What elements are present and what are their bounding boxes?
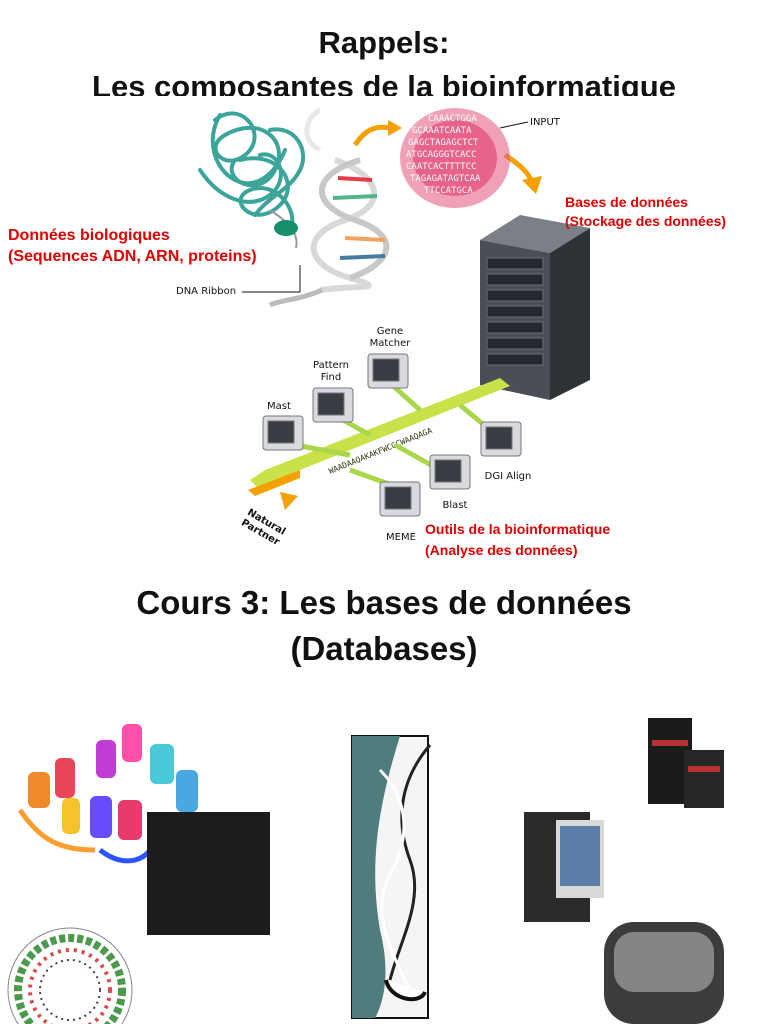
input-label: INPUT	[530, 117, 560, 128]
server-rack-illustration	[480, 215, 590, 400]
svg-text:GAGCTAGAGCTCT: GAGCTAGAGCTCT	[408, 138, 479, 148]
dna-ribbon-label: DNA Ribbon	[176, 286, 237, 297]
course-title: Cours 3: Les bases de données	[136, 584, 632, 621]
protein-structure-illustration	[17, 724, 198, 864]
tools-label: Outils de la bioinformatique	[425, 521, 611, 537]
tool-label-meme: MEME	[386, 532, 416, 543]
tool-label-dgi-align: DGI Align	[484, 471, 532, 482]
dna-helix-illustration	[310, 157, 390, 293]
bio-data-sublabel: (Sequences ADN, ARN, proteins)	[8, 248, 257, 265]
database-sublabel: (Stockage des données)	[565, 213, 727, 229]
tool-label-gene-matcher: Gene Matcher	[369, 326, 411, 349]
bottom-illustrations	[7, 718, 724, 1024]
svg-text:GCAAATCAATA: GCAAATCAATA	[412, 126, 472, 136]
tool-label-mast: Mast	[267, 401, 291, 412]
svg-text:CAATCACTTTTCC: CAATCACTTTTCC	[406, 162, 476, 172]
circular-genome-plot	[7, 927, 133, 1024]
protein-ribbon-illustration	[198, 111, 306, 232]
svg-text:ATGCAGGGTCACC: ATGCAGGGTCACC	[406, 150, 476, 160]
sequence-text-block: CAAACTGGA GCAAATCAATA GAGCTAGAGCTCT ATGC…	[406, 114, 481, 196]
bioinformatics-diagram: CAAACTGGA GCAAATCAATA GAGCTAGAGCTCT ATGC…	[198, 107, 590, 517]
bio-data-label: Données biologiques	[8, 227, 170, 244]
slide-title: Rappels:	[318, 25, 450, 60]
dna-art-panel	[351, 735, 432, 1019]
tool-label-pattern-find: Pattern Find	[313, 360, 349, 383]
slide-subtitle: Les composantes de la bioinformatique	[92, 69, 676, 96]
database-label: Bases de données	[565, 194, 688, 210]
svg-text:TTCCATGCA: TTCCATGCA	[424, 186, 473, 196]
server-towers-illustration	[524, 718, 724, 1024]
monitor-icons	[262, 353, 522, 517]
svg-text:CAAACTGGA: CAAACTGGA	[428, 114, 477, 124]
course-subtitle: (Databases)	[290, 630, 478, 667]
tool-label-blast: Blast	[442, 500, 468, 511]
dark-image-placeholder	[147, 812, 270, 935]
tools-sublabel: (Analyse des données)	[425, 542, 578, 558]
svg-text:TAGAGATAGTCAA: TAGAGATAGTCAA	[410, 174, 481, 184]
